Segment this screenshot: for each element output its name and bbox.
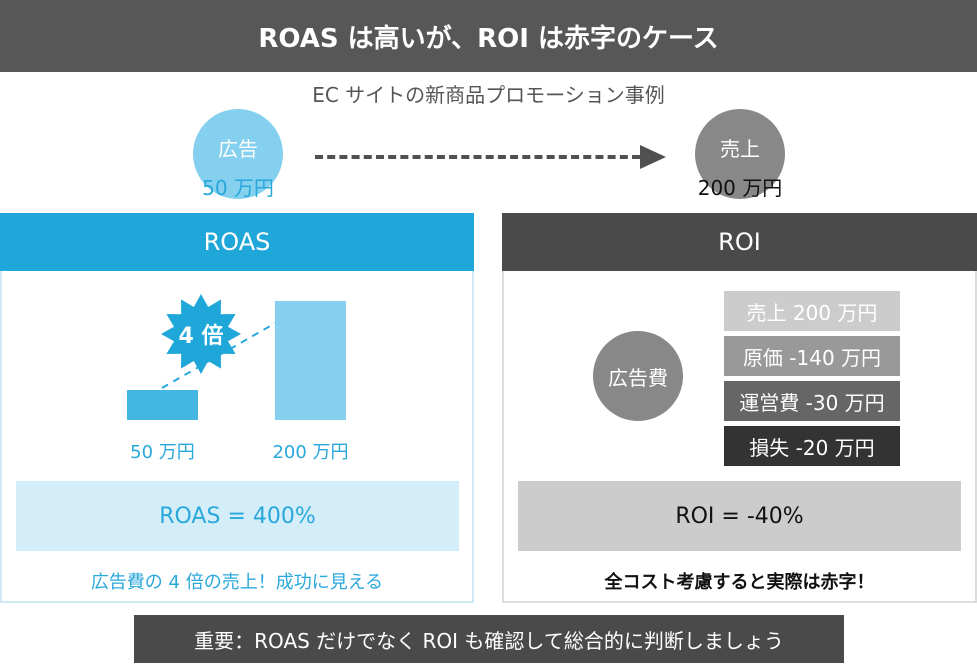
burst-label: 4 倍 bbox=[178, 324, 224, 349]
ad-label: 広告 bbox=[218, 137, 258, 161]
footer-note: 重要：ROAS だけでなく ROI も確認して総合的に判断しましょう bbox=[134, 615, 844, 663]
flow-arrow-icon bbox=[640, 145, 666, 169]
roas-result: ROAS = 400% bbox=[16, 481, 459, 551]
sales-circle: 売上 bbox=[695, 109, 785, 199]
cost-item-sales: 売上 200 万円 bbox=[724, 291, 900, 331]
cost-item-operating: 運営費 -30 万円 bbox=[724, 381, 900, 421]
roi-result: ROI = -40% bbox=[518, 481, 961, 551]
flow-dashed-line bbox=[315, 155, 640, 159]
page-title: ROAS は高いが、ROI は赤字のケース bbox=[258, 23, 719, 54]
roas-header: ROAS bbox=[0, 213, 474, 271]
cost-circle: 広告費 bbox=[593, 331, 683, 421]
roi-header: ROI bbox=[502, 213, 977, 271]
title-bar: ROAS は高いが、ROI は赤字のケース bbox=[0, 0, 977, 72]
sales-label: 売上 bbox=[720, 137, 760, 161]
ad-amount: 50 万円 bbox=[202, 175, 274, 200]
bar-small bbox=[127, 390, 198, 420]
subtitle: EC サイトの新商品プロモーション事例 bbox=[312, 82, 665, 107]
bar-small-label: 50 万円 bbox=[130, 442, 195, 463]
cost-item-loss: 損失 -20 万円 bbox=[724, 426, 900, 466]
roi-caption: 全コスト考慮すると実際は赤字！ bbox=[604, 572, 875, 593]
ad-circle: 広告 bbox=[193, 109, 283, 199]
starburst-icon bbox=[161, 294, 241, 374]
bar-large bbox=[275, 301, 346, 420]
cost-label: 広告費 bbox=[608, 365, 668, 390]
roas-caption: 広告費の 4 倍の売上！成功に見える bbox=[90, 572, 384, 593]
cost-item-cogs: 原価 -140 万円 bbox=[724, 336, 900, 376]
bar-large-label: 200 万円 bbox=[272, 442, 349, 463]
sales-amount: 200 万円 bbox=[697, 175, 783, 200]
